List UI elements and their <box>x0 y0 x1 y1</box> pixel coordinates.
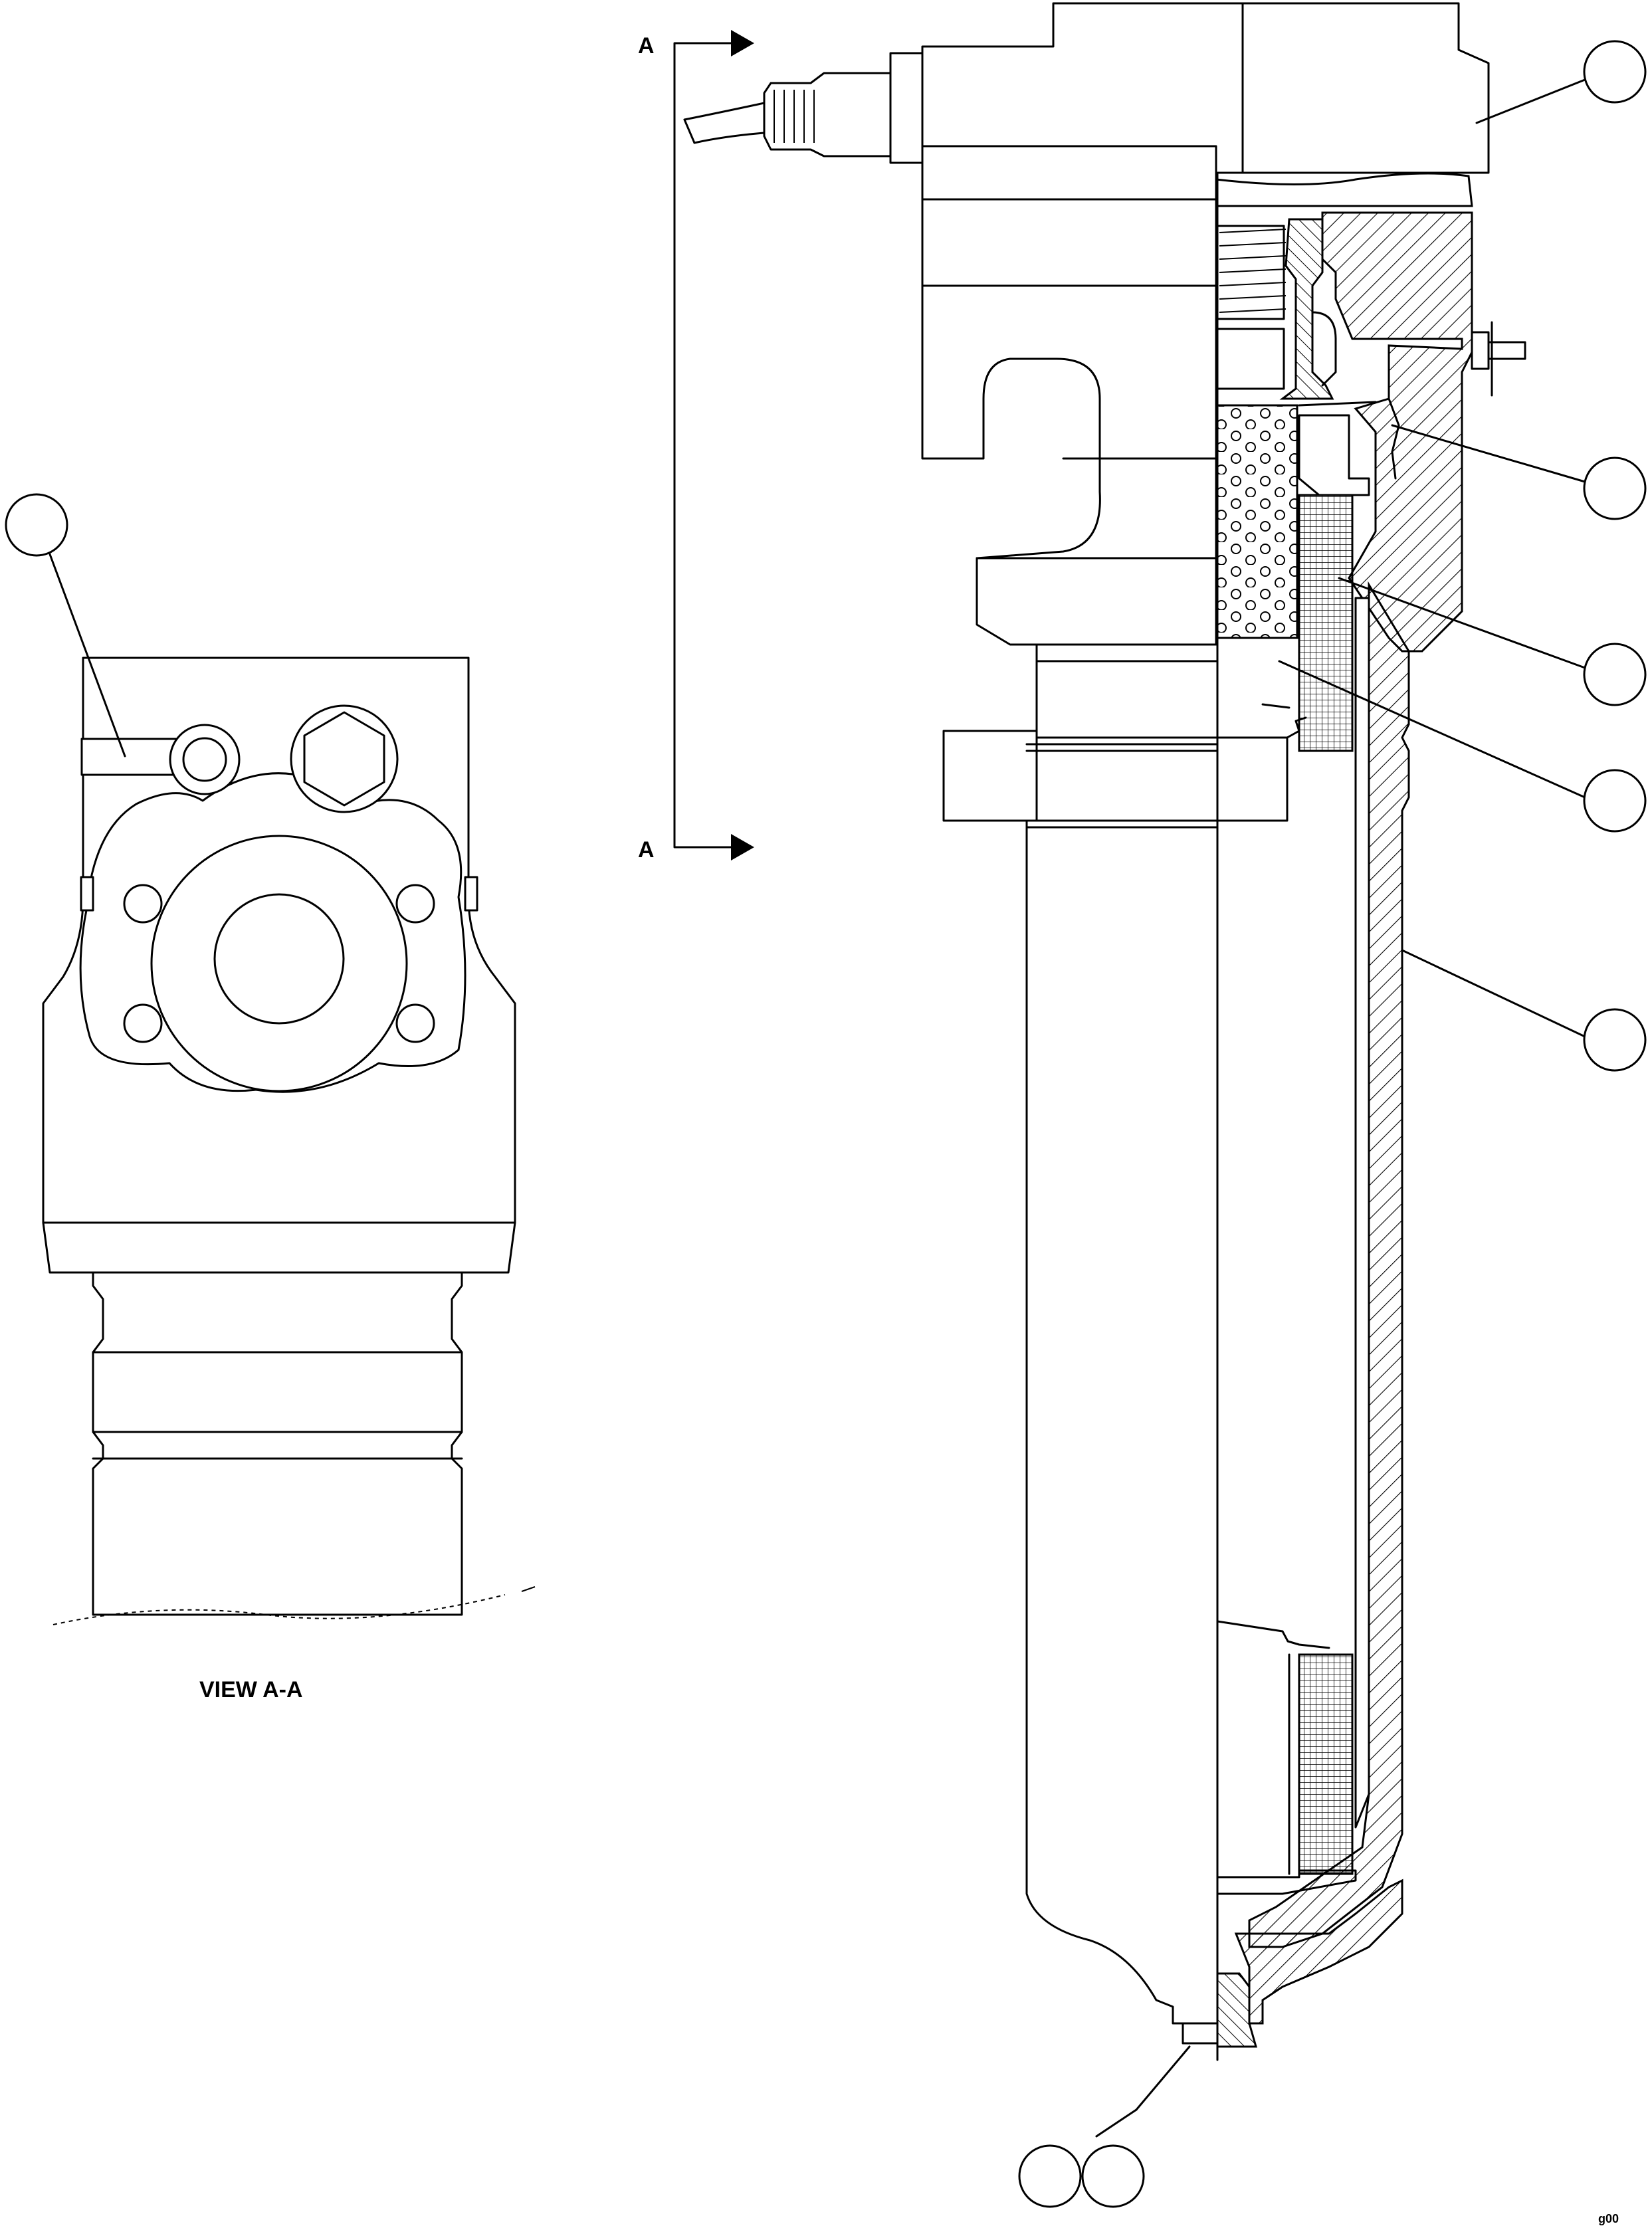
callout-drain-plug-a <box>1018 2144 1082 2208</box>
indicator-nut <box>182 737 227 782</box>
flange-bolt-hole-3 <box>123 1003 163 1043</box>
section-arrow-bottom-icon <box>731 834 754 861</box>
leader-element-mesh <box>1338 577 1586 669</box>
view-flange <box>79 772 466 1093</box>
flange-bolt-hole-4 <box>395 1003 435 1043</box>
connector-hex <box>889 52 924 164</box>
section-marker-top: A <box>638 33 655 58</box>
callout-filter-case <box>1583 1008 1647 1072</box>
leader-filter-case <box>1401 949 1586 1038</box>
callout-element-core <box>1583 769 1647 833</box>
view-port-inner <box>213 893 345 1025</box>
leader-indicator-port <box>47 548 126 758</box>
leader-housing <box>1475 78 1586 124</box>
connector-cable <box>683 102 766 144</box>
section-view: g00 <box>683 2 1647 2225</box>
hex-plug-boss <box>290 704 399 813</box>
callout-housing <box>1583 40 1647 104</box>
callout-relief-valve <box>1583 457 1647 520</box>
housing-main-body <box>921 145 1217 646</box>
section-marker-bottom: A <box>638 837 655 862</box>
hex-plug-icon <box>303 711 385 807</box>
element-mesh-upper <box>1298 494 1354 752</box>
flange-bolt-hole-2 <box>395 884 435 924</box>
relief-valve-section <box>1279 218 1334 400</box>
view-caption: VIEW A-A <box>199 1677 303 1702</box>
bowl-outer <box>1025 643 1219 2025</box>
view-case-neck <box>92 1271 463 1616</box>
section-markers: A A <box>638 30 754 862</box>
view-housing-band <box>42 1221 516 1274</box>
view-a-a: VIEW A-A <box>5 493 536 1702</box>
view-port-outer <box>150 835 408 1092</box>
flange-side-boss-right <box>464 876 478 912</box>
element-mesh-lower <box>1298 1653 1354 1875</box>
view-break-line <box>52 1594 506 1625</box>
indicator-boss <box>169 724 241 795</box>
element-core-perforated <box>1216 404 1298 639</box>
leader-element-core <box>1278 660 1586 799</box>
leader-relief-valve <box>1391 424 1586 483</box>
drain-plug-section <box>1216 1972 1257 2048</box>
case-inner-liner <box>1354 597 1370 1829</box>
connector-body <box>763 72 892 157</box>
bowl-bottom-section <box>1234 1878 1403 2025</box>
callout-drain-plug-b <box>1081 2144 1145 2208</box>
callout-element-mesh <box>1583 643 1647 706</box>
callout-indicator-port <box>5 493 68 557</box>
leader-drain-plug <box>1135 2045 1191 2111</box>
section-cut-area <box>1215 172 1473 207</box>
flange-bolt-hole-1 <box>123 884 163 924</box>
bowl-nut-right <box>1216 736 1289 822</box>
section-arrow-top-icon <box>731 30 754 56</box>
flange-side-boss-left <box>80 876 94 912</box>
figure-code: g00 <box>1598 2212 1619 2225</box>
relief-spring <box>1219 229 1287 313</box>
indicator-fitting <box>1471 331 1490 370</box>
section-line <box>673 42 732 849</box>
bowl-nut-left <box>942 730 1038 822</box>
